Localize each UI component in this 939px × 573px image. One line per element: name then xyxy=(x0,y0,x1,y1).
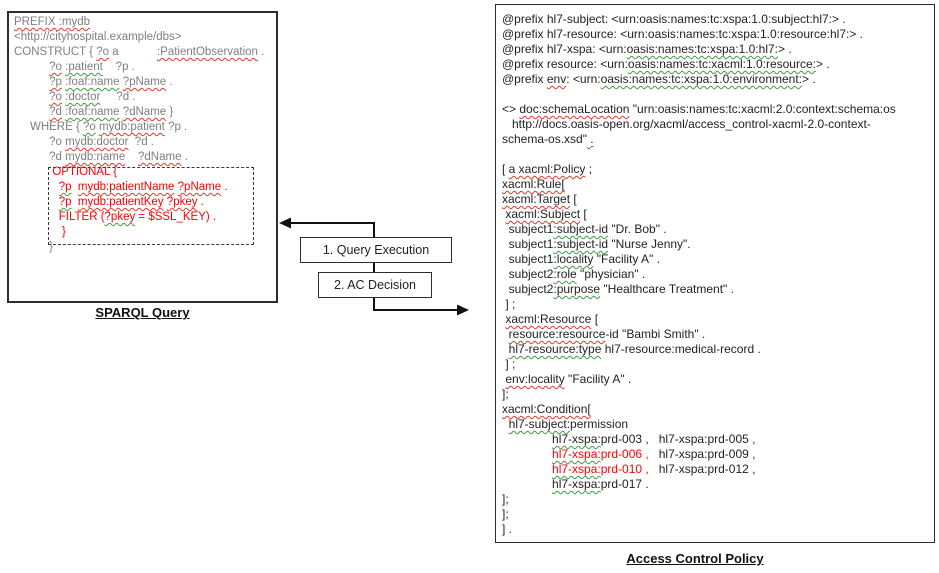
code-line: ] . xyxy=(502,522,513,536)
code-line xyxy=(502,147,896,162)
code-line: ]; xyxy=(502,507,509,521)
code-line: ?p :foaf:name ?pName . xyxy=(49,76,173,88)
access-control-policy-code: @prefix hl7-subject: <urn:oasis:names:tc… xyxy=(502,12,896,537)
code-line: ] ; xyxy=(502,357,516,371)
code-line: ?p mydb:patientKey ?pkey . xyxy=(58,196,204,208)
code-line: ]; xyxy=(502,387,509,401)
step-query-execution: 1. Query Execution xyxy=(300,237,452,263)
code-line: xacml:Resource [ xyxy=(505,312,599,326)
code-line: hl7-subject:permission xyxy=(508,417,629,431)
code-line: subject2:purpose "Healthcare Treatment" … xyxy=(502,282,734,296)
code-line: hl7-xspa:prd-006 , hl7-xspa:prd-009 , xyxy=(552,447,756,461)
code-line: CONSTRUCT { ?o a :PatientObservation . xyxy=(14,46,265,58)
code-line: @prefix hl7-subject: <urn:oasis:names:tc… xyxy=(502,12,846,26)
arrow-line-to-policy xyxy=(373,297,457,311)
code-line: <http://cityhospital.example/dbs> xyxy=(14,31,182,43)
code-line: hl7-xspa:prd-017 . xyxy=(552,477,649,491)
code-line: http://docs.oasis-open.org/xacml/access_… xyxy=(502,117,871,131)
code-line: @prefix hl7-xspa: <urn:oasis:names:tc:xs… xyxy=(502,42,792,56)
code-line: schema-os.xsd" . xyxy=(502,132,594,146)
code-line: subject1:locality "Facility A" . xyxy=(502,252,660,266)
sparql-query-code: PREFIX :mydb <http://cityhospital.example… xyxy=(14,15,264,255)
code-line: @prefix env: <urn:oasis:names:tc:xspa:1.… xyxy=(502,72,816,86)
optional-block-outline xyxy=(48,167,254,245)
code-line: PREFIX :mydb xyxy=(14,16,91,28)
code-line: xacml:Condition[ xyxy=(502,402,591,416)
code-line: resource:resource-id "Bambi Smith" . xyxy=(508,327,706,341)
code-line: subject1:subject-id "Dr. Bob" . xyxy=(502,222,667,236)
code-line: ?o :doctor ?d . xyxy=(49,91,136,103)
code-line: FILTER (?pkey = $SSL_KEY) . xyxy=(58,211,217,223)
code-line: } xyxy=(61,226,66,238)
sparql-query-label: SPARQL Query xyxy=(95,305,190,320)
code-line: ?d mydb:name ?dName . xyxy=(14,151,188,163)
arrowhead-right-icon xyxy=(457,304,469,316)
code-line: @prefix resource: <urn:oasis:names:tc:xa… xyxy=(502,57,830,71)
code-line: ] ; xyxy=(502,297,516,311)
code-line: xacml:Rule[ xyxy=(502,177,565,191)
code-line: xacml:Target [ xyxy=(502,192,577,206)
code-line: subject2:role "physician" . xyxy=(502,267,646,281)
code-line: hl7-resource:type hl7-resource:medical-r… xyxy=(508,342,761,356)
code-line: ?o :patient ?p . xyxy=(49,61,135,73)
code-line: ?p mydb:patientName ?pName . xyxy=(58,181,228,193)
access-control-policy-label: Access Control Policy xyxy=(626,551,764,566)
code-line: <> doc:schemaLocation "urn:oasis:names:t… xyxy=(502,102,896,116)
code-line: xacml:Subject [ xyxy=(505,207,587,221)
code-line: } xyxy=(14,241,53,253)
step-ac-decision: 2. AC Decision xyxy=(318,272,432,298)
code-line: env:locality "Facility A" . xyxy=(505,372,632,386)
code-line: ?d :foaf:name ?dName } xyxy=(49,106,174,118)
arrowhead-left-icon xyxy=(279,217,291,229)
code-line: subject1:subject-id "Nurse Jenny". xyxy=(502,237,691,251)
sparql-query-panel xyxy=(7,11,278,303)
code-line: hl7-xspa:prd-003 , hl7-xspa:prd-005 , xyxy=(552,432,756,446)
arrow-line-to-sparql xyxy=(290,222,375,237)
code-line: WHERE { ?o mydb:patient ?p . xyxy=(14,121,188,133)
access-control-policy-panel xyxy=(495,4,935,543)
code-line xyxy=(502,87,896,102)
code-line: [ a xacml:Policy ; xyxy=(502,162,593,176)
code-line: OPTIONAL { xyxy=(52,166,118,178)
code-line: hl7-xspa:prd-010 , hl7-xspa:prd-012 , xyxy=(552,462,756,476)
code-line: ]; xyxy=(502,492,509,506)
code-line: ?o mydb:doctor ?d . xyxy=(14,136,154,148)
code-line: @prefix hl7-resource: <urn:oasis:names:t… xyxy=(502,27,864,41)
